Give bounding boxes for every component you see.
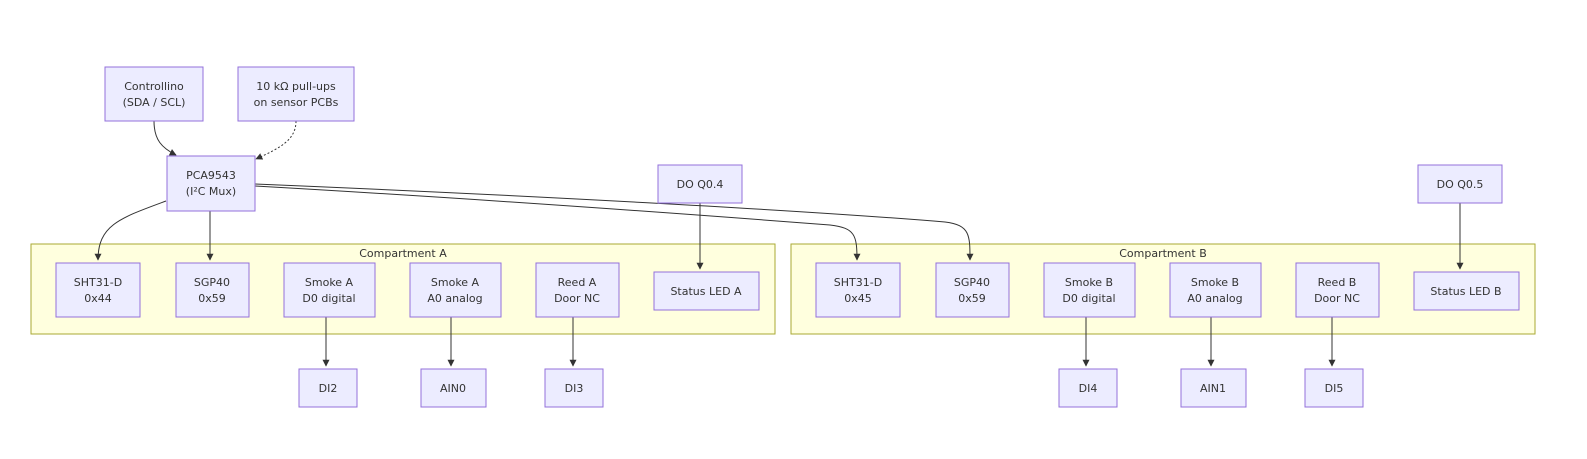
edge-mux-sht-b	[254, 185, 861, 261]
node-reed-a-line2: Door NC	[554, 292, 600, 305]
node-status-led-a-label: Status LED A	[670, 285, 742, 298]
node-di3: DI3	[544, 368, 604, 408]
node-reed-a-line1: Reed A	[558, 276, 597, 289]
node-mux: PCA9543 (I²C Mux)	[166, 155, 256, 212]
node-sgp-b-line1: SGP40	[954, 276, 990, 289]
node-smoke-b-analog-line1: Smoke B	[1191, 276, 1239, 289]
node-smoke-a-analog-line1: Smoke A	[431, 276, 480, 289]
node-status-led-a: Status LED A	[653, 271, 760, 311]
node-do-q05: DO Q0.5	[1417, 164, 1503, 204]
cluster-compartment-b: Compartment B	[790, 243, 1536, 335]
node-mux-line2: (I²C Mux)	[186, 185, 236, 198]
node-smoke-a-digital: Smoke A D0 digital	[283, 262, 376, 318]
node-sgp-b-line2: 0x59	[958, 292, 986, 305]
node-reed-b-line1: Reed B	[1318, 276, 1357, 289]
node-di3-label: DI3	[565, 382, 584, 395]
node-reed-a: Reed A Door NC	[535, 262, 620, 318]
edge-pullups-mux	[255, 120, 297, 160]
node-controllino: Controllino (SDA / SCL)	[104, 66, 204, 122]
node-smoke-b-analog: Smoke B A0 analog	[1169, 262, 1262, 318]
node-smoke-b-digital: Smoke B D0 digital	[1043, 262, 1136, 318]
node-ain0-label: AIN0	[440, 382, 466, 395]
node-smoke-b-digital-line2: D0 digital	[1062, 292, 1115, 305]
node-sgp-a: SGP40 0x59	[175, 262, 250, 318]
node-di5-label: DI5	[1325, 382, 1344, 395]
node-di4-label: DI4	[1079, 382, 1098, 395]
node-ain1-label: AIN1	[1200, 382, 1226, 395]
node-sht-b-line2: 0x45	[844, 292, 872, 305]
cluster-compartment-a-title: Compartment A	[359, 247, 447, 260]
node-sht-a: SHT31-D 0x44	[55, 262, 141, 318]
cluster-compartment-b-title: Compartment B	[1119, 247, 1207, 260]
node-ain1: AIN1	[1180, 368, 1247, 408]
node-do-q04-label: DO Q0.4	[677, 178, 724, 191]
node-sgp-a-line2: 0x59	[198, 292, 226, 305]
edge-mux-sht-a	[94, 200, 167, 261]
edges	[94, 120, 1464, 367]
node-smoke-a-analog: Smoke A A0 analog	[409, 262, 502, 318]
node-sht-a-line1: SHT31-D	[74, 276, 122, 289]
node-di2: DI2	[298, 368, 358, 408]
node-controllino-line2: (SDA / SCL)	[123, 96, 186, 109]
node-sht-a-line2: 0x44	[84, 292, 112, 305]
node-smoke-a-analog-line2: A0 analog	[427, 292, 482, 305]
node-controllino-line1: Controllino	[124, 80, 184, 93]
node-smoke-a-digital-line2: D0 digital	[302, 292, 355, 305]
node-pullups-line2: on sensor PCBs	[254, 96, 339, 109]
node-smoke-b-digital-line1: Smoke B	[1065, 276, 1113, 289]
node-do-q04: DO Q0.4	[657, 164, 743, 204]
node-sgp-a-line1: SGP40	[194, 276, 230, 289]
node-smoke-a-digital-line1: Smoke A	[305, 276, 354, 289]
node-pullups-line1: 10 kΩ pull-ups	[256, 80, 336, 93]
node-ain0: AIN0	[420, 368, 487, 408]
node-sht-b-line1: SHT31-D	[834, 276, 882, 289]
node-reed-b: Reed B Door NC	[1295, 262, 1380, 318]
edge-mux-sgp-b	[254, 183, 974, 261]
node-pullups: 10 kΩ pull-ups on sensor PCBs	[237, 66, 355, 122]
node-sht-b: SHT31-D 0x45	[815, 262, 901, 318]
node-status-led-b: Status LED B	[1413, 271, 1520, 311]
node-do-q05-label: DO Q0.5	[1437, 178, 1484, 191]
node-reed-b-line2: Door NC	[1314, 292, 1360, 305]
node-di2-label: DI2	[319, 382, 338, 395]
node-di5: DI5	[1304, 368, 1364, 408]
node-status-led-b-label: Status LED B	[1430, 285, 1501, 298]
node-mux-line1: PCA9543	[186, 169, 236, 182]
node-smoke-b-analog-line2: A0 analog	[1187, 292, 1242, 305]
node-di4: DI4	[1058, 368, 1118, 408]
edge-controllino-mux	[153, 120, 177, 156]
cluster-compartment-a: Compartment A	[30, 243, 776, 335]
node-sgp-b: SGP40 0x59	[935, 262, 1010, 318]
